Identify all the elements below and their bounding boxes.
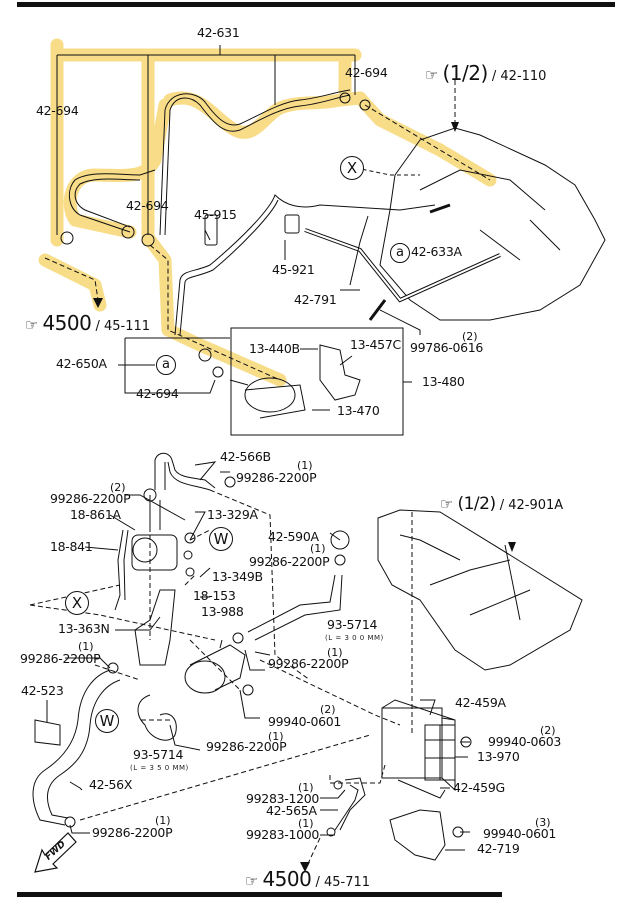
- callout-42-590A: 42-590A: [268, 529, 319, 544]
- qty-99283-1000: (1): [298, 817, 314, 830]
- callout-42-565A: 42-565A: [266, 803, 317, 818]
- callout-93-5714-350: 93-5714: [133, 747, 184, 762]
- callout-42-650A: 42-650A: [56, 356, 107, 371]
- marker-a-mid: a: [390, 243, 410, 263]
- callout-18-841: 18-841: [50, 539, 93, 554]
- callout-99283-1200: 99283-1200: [246, 791, 320, 806]
- fwd-arrow-icon: [34, 832, 77, 873]
- callout-93-5714-300: 93-5714: [327, 617, 378, 632]
- callout-13-349B: 13-349B: [212, 569, 263, 584]
- hose-42-566B: [154, 452, 216, 490]
- pointing-hand-icon: ☞: [245, 872, 259, 890]
- callout-99286-g: 99286-2200P: [92, 825, 173, 840]
- callout-13-988: 13-988: [201, 604, 244, 619]
- callout-99940-0601-a: 99940-0601: [268, 714, 342, 729]
- marker-w-bottom: W: [95, 709, 119, 733]
- qty-99286-a: (1): [297, 459, 313, 472]
- callout-99286-f: 99286-2200P: [206, 739, 287, 754]
- qty-99786-0616: (2): [462, 330, 478, 343]
- callout-13-970: 13-970: [477, 749, 520, 764]
- callout-42-56X: 42-56X: [89, 777, 133, 792]
- callout-42-694-mid: 42-694: [126, 198, 169, 213]
- fuel-tank-outline: [379, 127, 606, 321]
- length-350mm: (L = 3 5 0 MM): [130, 764, 189, 772]
- callout-13-440B: 13-440B: [249, 341, 300, 356]
- callout-99940-0601-b: 99940-0601: [483, 826, 557, 841]
- callout-99286-d: 99286-2200P: [20, 651, 101, 666]
- qty-99283-1200: (1): [298, 781, 314, 794]
- callout-99286-e: 99286-2200P: [268, 656, 349, 671]
- callout-99286-a: 99286-2200P: [236, 470, 317, 485]
- callout-45-915: 45-915: [194, 207, 237, 222]
- callout-13-363N: 13-363N: [58, 621, 110, 636]
- marker-w-top: W: [209, 527, 233, 551]
- qty-99286-f: (1): [268, 730, 284, 743]
- marker-x-top: X: [340, 156, 364, 180]
- ref-4500-45-111[interactable]: ☞4500 / 45-111: [25, 311, 151, 335]
- callout-99286-c: 99286-2200P: [249, 554, 330, 569]
- callout-13-457C: 13-457C: [350, 337, 401, 352]
- qty-99940-0603: (2): [540, 724, 556, 737]
- ref-tank-42-110: ☞(1/2) / 42-110: [425, 61, 547, 85]
- marker-x-bottom: X: [65, 591, 89, 615]
- qty-99940-0601-b: (3): [535, 816, 551, 829]
- bottom-border-bar: [17, 892, 502, 897]
- fuel-line-lower: [68, 169, 156, 233]
- pointing-hand-icon: ☞: [25, 316, 39, 334]
- charcoal-canister: [381, 707, 443, 779]
- qty-99286-e: (1): [327, 646, 343, 659]
- qty-99286-b: (2): [110, 481, 126, 494]
- callout-18-153: 18-153: [193, 588, 236, 603]
- top-border-bar: [17, 2, 615, 7]
- qty-99286-d: (1): [78, 640, 94, 653]
- callout-42-694-bottom: 42-694: [136, 386, 179, 401]
- callout-42-459A: 42-459A: [455, 695, 506, 710]
- callout-42-631: 42-631: [197, 25, 240, 40]
- callout-99283-1000: 99283-1000: [246, 827, 320, 842]
- callout-42-523: 42-523: [21, 683, 64, 698]
- fuel-tank-pan: [377, 509, 583, 671]
- qty-99286-c: (1): [310, 542, 326, 555]
- callout-42-694-right: 42-694: [345, 65, 388, 80]
- marker-a-left: a: [156, 355, 176, 375]
- pointing-hand-icon: ☞: [425, 66, 439, 84]
- callout-13-480: 13-480: [422, 374, 465, 389]
- ref-4500-45-711[interactable]: ☞4500 / 45-711: [245, 867, 371, 891]
- callout-13-470: 13-470: [337, 403, 380, 418]
- ref-tank-pan-42-901A[interactable]: ☞(1/2) / 42-901A: [440, 494, 564, 514]
- pointing-hand-icon: ☞: [440, 495, 454, 513]
- callout-45-921: 45-921: [272, 262, 315, 277]
- callout-42-694-left: 42-694: [36, 103, 79, 118]
- callout-42-633A: 42-633A: [411, 244, 462, 259]
- qty-99940-0601-a: (2): [320, 703, 336, 716]
- callout-99940-0603: 99940-0603: [488, 734, 562, 749]
- fuel-line-upper: [164, 94, 351, 236]
- bracket-42-631: [56, 45, 356, 235]
- callout-42-791: 42-791: [294, 292, 337, 307]
- callout-42-719: 42-719: [477, 841, 520, 856]
- callout-42-566B: 42-566B: [220, 449, 271, 464]
- length-300mm: (L = 3 0 0 MM): [325, 634, 384, 642]
- callout-99786-0616: 99786-0616: [410, 340, 484, 355]
- callout-13-329A: 13-329A: [207, 507, 258, 522]
- qty-99286-g: (1): [155, 814, 171, 827]
- callout-42-459G: 42-459G: [453, 780, 505, 795]
- callout-99286-b: 99286-2200P: [50, 491, 131, 506]
- callout-18-861A: 18-861A: [70, 507, 121, 522]
